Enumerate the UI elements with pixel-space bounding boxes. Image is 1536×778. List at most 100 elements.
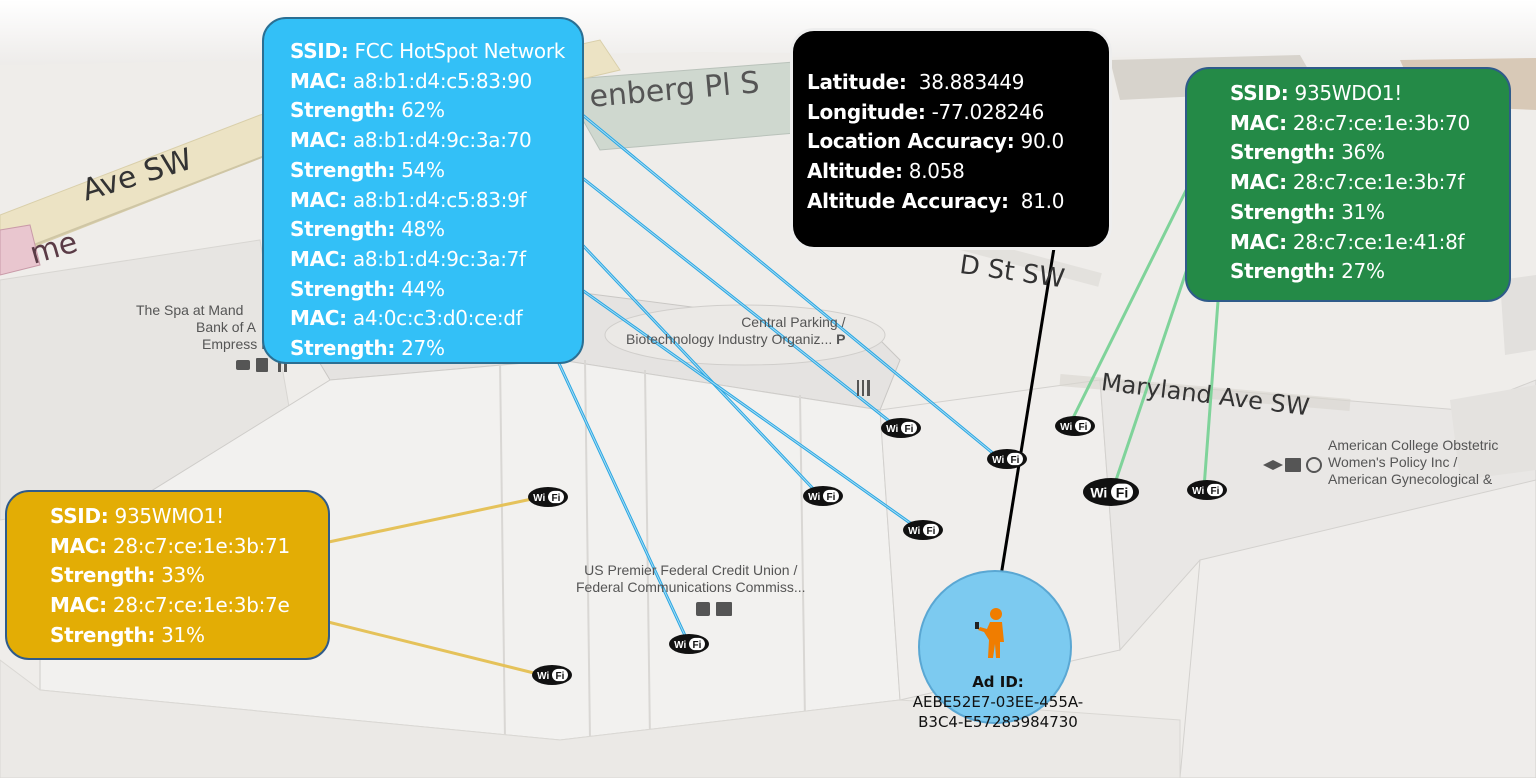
device-location-line [998,247,1056,583]
wifi-icon[interactable]: Wi Fi [986,448,1028,470]
mac-address: 28:c7:ce:1e:3b:7e [112,593,290,618]
signal-strength: 31% [161,622,205,647]
mac-address: a8:b1:d4:c5:83:90 [352,68,532,93]
fcc-ssid: FCC HotSpot Network [354,39,566,63]
poi-icons-spa [236,358,287,372]
wifi-icon[interactable]: Wi Fi [531,664,573,686]
location-callout: Latitude: 38.883449 Longitude: -77.02824… [790,28,1112,250]
person-icon [975,608,1004,658]
signal-strength: 44% [401,276,445,301]
road-maryland [1059,374,1351,411]
ad-id-value-line2: B3C4-E57283984730 [918,713,1078,731]
building-facade-1 [499,359,506,741]
wifi-icon[interactable]: Wi Fi [802,485,844,507]
signal-strength: 27% [401,336,445,361]
wifi-text-a: Wi [1060,422,1072,433]
poi-acog-label[interactable]: American College Obstetric Women's Polic… [1328,437,1499,487]
wifi-text-b: Fi [1011,455,1020,466]
device-location-marker[interactable] [918,570,1072,724]
signal-strength: 33% [161,563,205,588]
mac-address: 28:c7:ce:1e:3b:70 [1292,110,1470,135]
wdo-network-mac-row: MAC: 28:c7:ce:1e:3b:70 [1230,110,1470,135]
wmo-network-strength-row: Strength: 31% [50,622,205,647]
poi-icons-fcc [696,602,732,616]
mac-address: 28:c7:ce:1e:41:8f [1292,229,1465,254]
building-far-right [1500,275,1536,355]
poi-central-parking-label[interactable]: Central Parking / Biotechnology Industry… [626,314,846,347]
mac-address: a4:0c:c3:d0:ce:df [352,306,523,331]
wifi-text-a: Wi [1192,486,1204,497]
fcc-network-strength-row: Strength: 27% [290,336,445,361]
wmo-network-mac-row: MAC: 28:c7:ce:1e:3b:71 [50,533,290,558]
building-facade-4 [799,394,806,721]
altitude-value: 8.058 [908,159,965,184]
wdo-network-strength-row: Strength: 36% [1230,140,1385,165]
signal-strength: 48% [401,217,445,242]
wmo-ssid: 935WMO1! [114,504,225,528]
poi-spa-label[interactable]: The Spa at Mand Bank of A Empress L [136,302,269,352]
signal-strength: 31% [1341,199,1385,224]
wifi-text-a: Wi [1090,484,1107,500]
wifi-text-b: Fi [1211,486,1220,497]
longitude-value: -77.028246 [931,99,1045,124]
fcc-network-strength-row: Strength: 62% [290,98,445,123]
wifi-text-b: Fi [927,526,936,537]
wifi-text-a: Wi [886,424,898,435]
wifi-icon[interactable]: Wi Fi [880,417,922,439]
fcc-network-mac-row: MAC: a4:0c:c3:d0:ce:df [290,306,523,331]
wifi-icon[interactable]: Wi Fi [902,519,944,541]
fcc-network-strength-row: Strength: 54% [290,157,445,182]
signal-strength: 62% [401,98,445,123]
wifi-icon[interactable]: Wi Fi [527,486,569,508]
signal-strength: 36% [1341,140,1385,165]
pink-block [0,224,41,276]
wifi-text-b: Fi [905,424,914,435]
fcc-network-mac-row: MAC: a8:b1:d4:9c:3a:7f [290,246,526,271]
wifi-icon[interactable]: Wi Fi [1186,479,1228,501]
parking-icon: P [836,331,846,347]
mac-address: a8:b1:d4:9c:3a:70 [352,128,532,153]
ad-id-value-line1: AEBE52E7-03EE-455A- [912,693,1084,711]
wifi-text-a: Wi [808,492,820,503]
location-accuracy-value: 90.0 [1020,129,1065,154]
ad-id-label: Ad ID: AEBE52E7-03EE-455A- B3C4-E5728398… [880,672,1116,732]
wifi-text-a: Wi [992,455,1004,466]
wifi-text-b: Fi [1079,422,1088,433]
wdo-network-mac-row: MAC: 28:c7:ce:1e:3b:7f [1230,170,1465,195]
wifi-icon[interactable]: Wi Fi [1054,415,1096,437]
fcc-network-mac-row: MAC: a8:b1:d4:9c:3a:70 [290,128,532,153]
mac-address: 28:c7:ce:1e:3b:7f [1292,170,1465,195]
restaurant-icon [857,380,870,396]
wdo-ssid: 935WDO1! [1294,81,1403,105]
wmo-network-strength-row: Strength: 33% [50,563,205,588]
poi-icons-acog [1263,457,1322,473]
fcc-network-mac-row: MAC: a8:b1:d4:c5:83:90 [290,68,532,93]
wifi-text-a: Wi [537,671,549,682]
altitude-accuracy-value: 81.0 [1020,188,1065,213]
fcc-network-strength-row: Strength: 48% [290,217,445,242]
signal-strength: 54% [401,157,445,182]
road-bottom [0,659,1181,778]
mac-address: a8:b1:d4:9c:3a:7f [352,246,526,271]
wifi-text-b: Fi [552,493,561,504]
wmo-connector-lines [303,494,552,679]
wdo-network-strength-row: Strength: 27% [1230,259,1385,284]
wifi-icon[interactable]: Wi Fi [1082,477,1140,507]
poi-fcc-label[interactable]: US Premier Federal Credit Union / Federa… [576,562,806,595]
wifi-text-a: Wi [908,526,920,537]
wifi-text-a: Wi [533,493,545,504]
road-ave-sw-edge [0,149,281,259]
building-right-3 [1179,479,1536,778]
wifi-text-b: Fi [693,640,702,651]
fcc-connector-lines [535,82,1002,644]
building-right-4 [1450,385,1536,480]
wifi-text-b: Fi [1116,484,1128,500]
wifi-text-a: Wi [674,640,686,651]
latitude-value: 38.883449 [918,70,1025,94]
wdo-network-mac-row: MAC: 28:c7:ce:1e:41:8f [1230,229,1465,254]
wifi-icon[interactable]: Wi Fi [668,633,710,655]
wifi-text-b: Fi [827,492,836,503]
wifi-text-b: Fi [556,671,565,682]
